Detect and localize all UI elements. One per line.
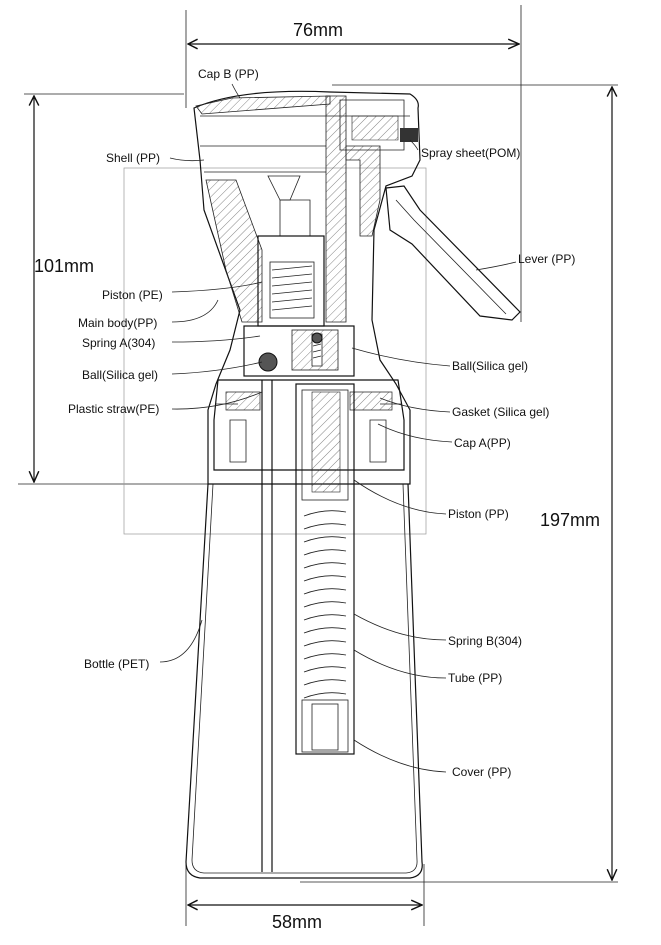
spring-coil <box>303 640 347 647</box>
spring-coil <box>303 653 347 660</box>
shell-body <box>193 90 421 485</box>
label-shell: Shell (PP) <box>106 151 160 165</box>
dim-width-top: 76mm <box>293 20 343 40</box>
pump-chamber <box>243 235 355 377</box>
label-cap-b: Cap B (PP) <box>198 67 259 81</box>
label-plastic-straw: Plastic straw(PE) <box>68 402 159 416</box>
plastic-straw <box>261 380 273 872</box>
dim-height-total: 197mm <box>540 510 600 530</box>
label-bottle: Bottle (PET) <box>84 657 149 671</box>
spring-coil <box>303 588 347 595</box>
spring-coil <box>303 510 347 517</box>
leader-lines <box>159 83 517 773</box>
spring-coil <box>303 627 347 634</box>
spring-b-coils <box>303 510 347 699</box>
label-piston-pp: Piston (PP) <box>448 507 509 521</box>
label-tube: Tube (PP) <box>448 671 502 685</box>
label-spring-a: Spring A(304) <box>82 336 155 350</box>
label-lever: Lever (PP) <box>518 252 575 266</box>
label-piston-pe: Piston (PE) <box>102 288 163 302</box>
label-gasket: Gasket (Silica gel) <box>452 405 549 419</box>
spring-coil <box>303 523 347 530</box>
spring-coil <box>303 575 347 582</box>
label-cap-a: Cap A(PP) <box>454 436 511 450</box>
dim-height-head: 101mm <box>34 256 94 276</box>
spring-coil <box>303 601 347 608</box>
bottle-outline <box>185 483 423 879</box>
spring-coil <box>303 666 347 673</box>
spring-coil <box>303 679 347 686</box>
spring-coil <box>303 549 347 556</box>
dim-width-bottom: 58mm <box>272 912 322 932</box>
spring-coil <box>303 536 347 543</box>
tube-assembly <box>295 383 355 755</box>
label-spray-sheet: Spray sheet(POM) <box>421 146 520 160</box>
lever <box>385 185 521 321</box>
spring-coil <box>303 614 347 621</box>
label-main-body: Main body(PP) <box>78 316 157 330</box>
label-spring-b: Spring B(304) <box>448 634 522 648</box>
spring-coil <box>303 692 347 699</box>
label-ball-left: Ball(Silica gel) <box>82 368 158 382</box>
label-cover: Cover (PP) <box>452 765 511 779</box>
spring-coil <box>303 562 347 569</box>
label-ball-right: Ball(Silica gel) <box>452 359 528 373</box>
cap-a <box>213 379 405 471</box>
